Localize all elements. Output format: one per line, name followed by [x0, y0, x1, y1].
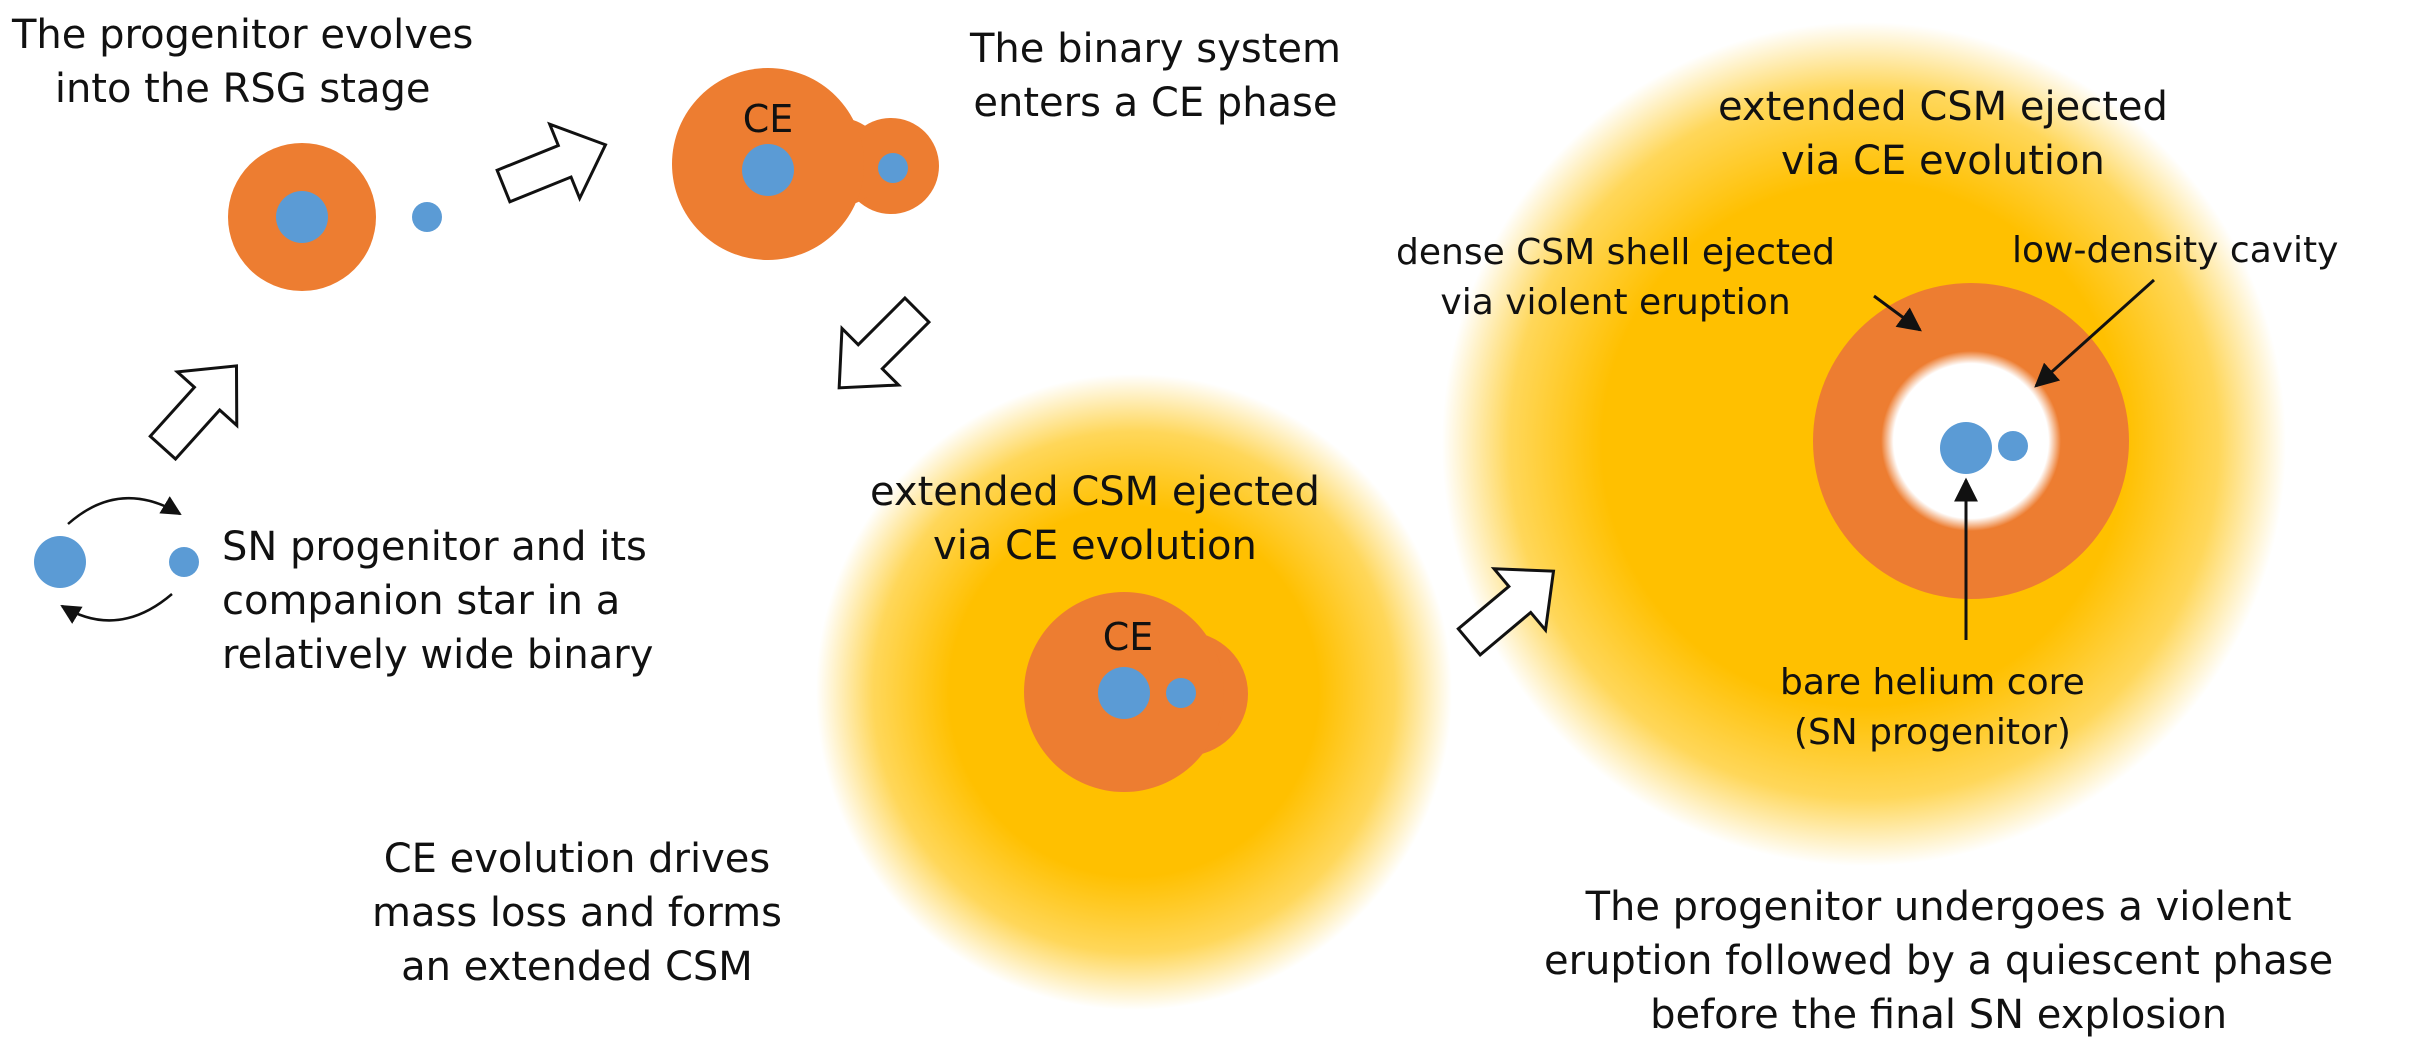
cavity-label: low-density cavity — [2012, 230, 2339, 271]
extended-csm-label: extended CSM ejected via CE evolution — [870, 469, 1320, 569]
dense-shell-label: dense CSM shell ejected via violent erup… — [1396, 232, 1836, 323]
companion-star — [1166, 678, 1196, 708]
ce-core-star — [1098, 667, 1150, 719]
companion-star — [1998, 431, 2028, 461]
ce-core-star — [742, 144, 794, 196]
companion-star — [878, 153, 908, 183]
shell-pointer-arrow — [1873, 294, 1922, 332]
bare-helium-core — [1940, 422, 1992, 474]
process-arrow-icon — [148, 364, 239, 462]
rsg-core-star — [276, 191, 328, 243]
process-arrow-icon — [837, 295, 932, 390]
ce-phase-caption: The binary system enters a CE phase — [970, 26, 1341, 126]
progenitor-star — [34, 536, 86, 588]
orbit-arrow-top — [67, 496, 182, 525]
stage-final — [1442, 22, 2286, 866]
ce-envelope-label: CE — [743, 97, 794, 141]
outer-csm-label: extended CSM ejected via CE evolution — [1718, 84, 2168, 184]
process-arrows — [148, 121, 1556, 657]
final-stage-caption: The progenitor undergoes a violent erupt… — [1544, 884, 2334, 1038]
rsg-caption: The progenitor evolves into the RSG stag… — [12, 12, 474, 112]
wide-binary-caption: SN progenitor and its companion star in … — [222, 524, 654, 678]
process-arrow-icon — [1456, 567, 1556, 657]
stage-rsg — [228, 143, 442, 291]
extended-csm-caption: CE evolution drives mass loss and forms … — [372, 836, 782, 990]
helium-core-label: bare helium core (SN progenitor) — [1780, 662, 2085, 753]
process-arrow-icon — [495, 121, 608, 204]
stage-wide-binary — [34, 496, 199, 624]
orbit-arrow-bottom — [60, 593, 173, 624]
companion-star — [169, 547, 199, 577]
cavity-pointer-arrow — [2034, 278, 2156, 388]
ce-envelope-label: CE — [1103, 615, 1154, 659]
companion-star — [412, 202, 442, 232]
stage-extended-csm: CE — [816, 374, 1452, 1010]
stage-ce: CE — [672, 68, 939, 260]
